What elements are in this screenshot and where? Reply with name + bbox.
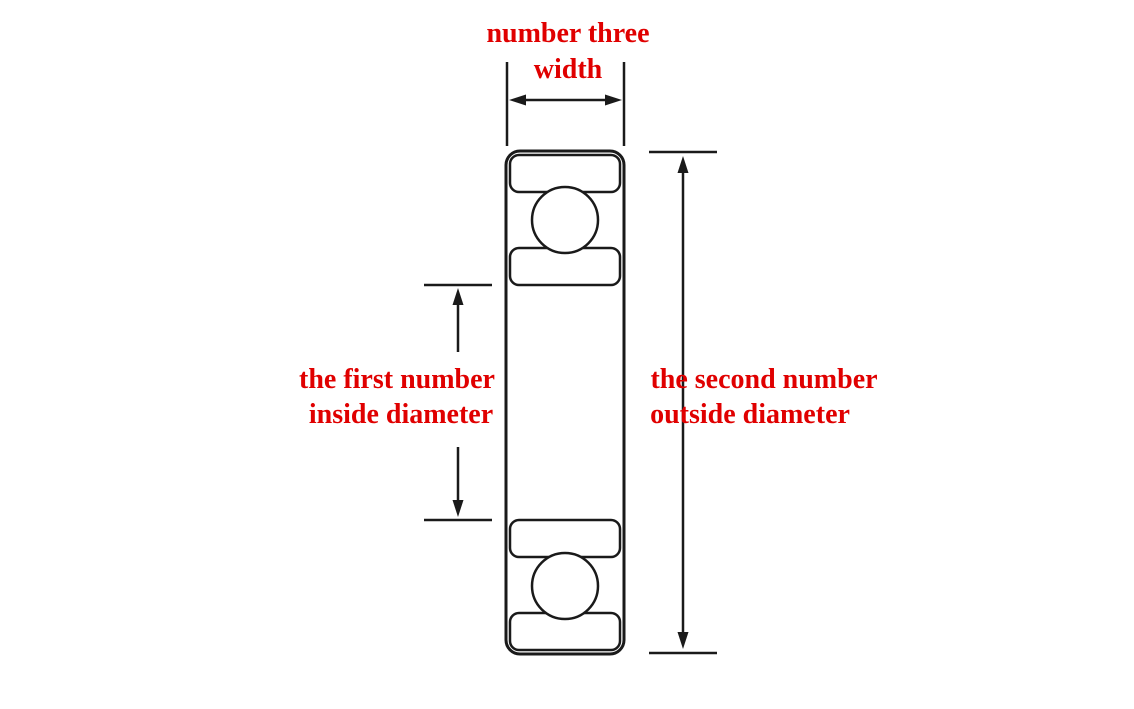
inside-diameter-label-line1: the first number (299, 364, 495, 395)
width-dimension: number three width (486, 18, 650, 146)
outside-diameter-arrowhead-up-icon (677, 156, 689, 173)
bearing-cross-section (504, 149, 626, 656)
width-arrowhead-right-icon (605, 94, 622, 106)
outside-diameter-label-line2: outside diameter (650, 399, 850, 430)
inside-diameter-label-line2: inside diameter (309, 399, 493, 430)
outside-diameter-dimension: the second number outside diameter (649, 150, 878, 655)
width-arrowhead-left-icon (509, 94, 526, 106)
bearing-race-segment-bottom-inner (508, 518, 622, 559)
inside-diameter-arrowhead-down-icon (452, 500, 464, 517)
width-label-line1: number three (486, 18, 649, 49)
inside-diameter-arrowhead-up-icon (452, 288, 464, 305)
bearing-ball-bottom (530, 551, 600, 621)
bearing-ball-top (530, 185, 600, 255)
outside-diameter-arrowhead-down-icon (677, 632, 689, 649)
inside-diameter-dimension: the first number inside diameter (299, 283, 495, 522)
width-label-line2: width (534, 54, 603, 85)
outside-diameter-label-line1: the second number (650, 364, 877, 395)
